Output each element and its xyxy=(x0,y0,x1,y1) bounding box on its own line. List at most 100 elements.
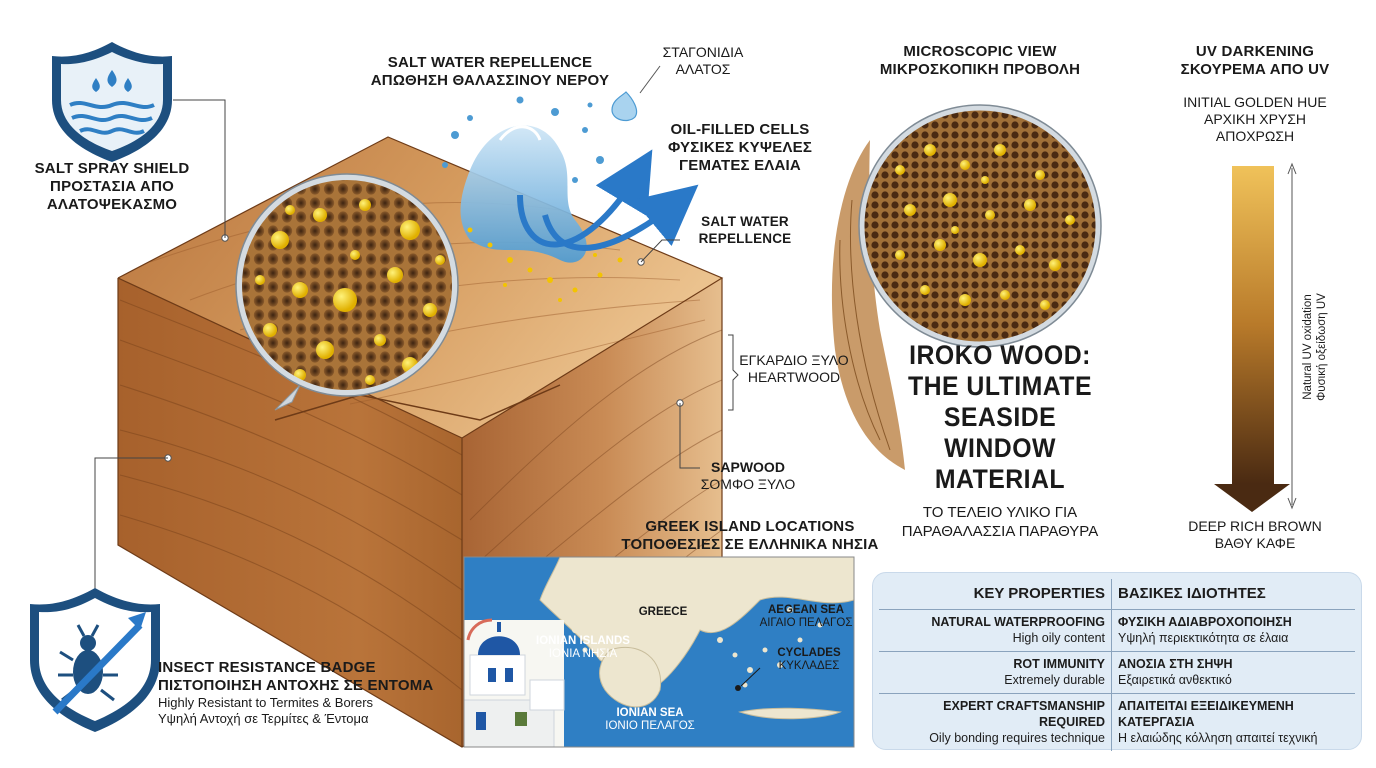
map-aegean-en: AEGEAN SEA xyxy=(767,604,845,616)
salt-water-splash xyxy=(442,65,699,302)
salt-water-side-line1: SALT WATER xyxy=(701,214,789,229)
uv-darkening-title: UV DARKENING ΣΚΟΥΡΕΜΑ ΑΠΟ UV xyxy=(1160,43,1350,79)
salt-spray-title-en: SALT SPRAY SHIELD xyxy=(34,160,190,177)
property-en-title: ROT IMMUNITY xyxy=(1013,657,1105,671)
property-en-cell: NATURAL WATERPROOFING High oily content xyxy=(879,609,1112,652)
uv-top1: INITIAL GOLDEN HUE xyxy=(1183,94,1327,110)
property-en-cell: ROT IMMUNITY Extremely durable xyxy=(879,651,1112,694)
key-properties-table: KEY PROPERTIES ΒΑΣΙΚΕΣ ΙΔΙΟΤΗΤΕΣ NATURAL… xyxy=(879,579,1355,751)
heartwood-en: HEARTWOOD xyxy=(747,369,841,385)
table-row: ROT IMMUNITY Extremely durable ΑΝΟΣΙΑ ΣΤ… xyxy=(879,651,1355,694)
map-ionian-islands-label: IONIAN ISLANDS ΙΟΝΙΑ ΝΗΣΙΑ xyxy=(528,635,638,661)
property-en-title: NATURAL WATERPROOFING xyxy=(931,615,1105,629)
property-gr-desc: Υψηλή περιεκτικότητα σε έλαια xyxy=(1118,631,1289,645)
map-greece-label: GREECE xyxy=(638,606,688,618)
uv-bottom-gr: ΒΑΘΥ ΚΑΦΕ xyxy=(1214,535,1296,551)
map-title-gr: ΤΟΠΟΘΕΣΙΕΣ ΣΕ ΕΛΛΗΝΙΚΑ ΝΗΣΙΑ xyxy=(621,536,879,553)
property-gr-desc: Η ελαιώδης κόλληση απαιτεί τεχνική xyxy=(1118,731,1318,745)
map-cyclades-gr: ΚΥΚΛΑΔΕΣ xyxy=(778,660,840,672)
insect-desc-gr: Υψηλή Αντοχή σε Τερμίτες & Έντομα xyxy=(158,711,369,726)
table-row: EXPERT CRAFTSMANSHIP REQUIRED Oily bondi… xyxy=(879,693,1356,752)
map-title: GREEK ISLAND LOCATIONS ΤΟΠΟΘΕΣΙΕΣ ΣΕ ΕΛΛ… xyxy=(590,518,910,554)
map-title-en: GREEK ISLAND LOCATIONS xyxy=(645,518,855,535)
microscopic-en: MICROSCOPIC VIEW xyxy=(903,43,1057,60)
map-ionian-sea-en: IONIAN SEA xyxy=(616,707,684,719)
microscopic-gr: ΜΙΚΡΟΣΚΟΠΙΚΗ ΠΡΟΒΟΛΗ xyxy=(879,61,1081,78)
sapwood-en: SAPWOOD xyxy=(711,459,785,475)
insect-resistance-label: INSECT RESISTANCE BADGE ΠΙΣΤΟΠΟΙΗΣΗ ΑΝΤΟ… xyxy=(158,659,458,727)
property-gr-cell: ΦΥΣΙΚΗ ΑΔΙΑΒΡΟΧΟΠΟΙΗΣΗ Υψηλή περιεκτικότ… xyxy=(1111,609,1355,652)
properties-header-gr: ΒΑΣΙΚΕΣ ΙΔΙΟΤΗΤΕΣ xyxy=(1111,579,1355,610)
insect-title-gr: ΠΙΣΤΟΠΟΙΗΣΗ ΑΝΤΟΧΗΣ ΣΕ ΕΝΤΟΜΑ xyxy=(158,677,434,694)
salt-water-repellence-top: SALT WATER REPELLENCE ΑΠΩΘΗΣΗ ΘΑΛΑΣΣΙΝΟΥ… xyxy=(355,54,625,90)
salt-water-top-gr: ΑΠΩΘΗΣΗ ΘΑΛΑΣΣΙΝΟΥ ΝΕΡΟΥ xyxy=(370,72,610,89)
property-gr-desc: Εξαιρετικά ανθεκτικό xyxy=(1118,673,1232,687)
property-gr-title: ΑΠΑΙΤΕΙΤΑΙ ΕΞΕΙΔΙΚΕΥΜΕΝΗ ΚΑΤΕΡΓΑΣΙΑ xyxy=(1118,699,1294,729)
main-title-line5: MATERIAL xyxy=(934,464,1066,494)
property-en-desc: High oily content xyxy=(1012,631,1105,645)
map-cyclades-label: CYCLADES ΚΥΚΛΑΔΕΣ xyxy=(764,647,854,673)
uv-deep-brown-label: DEEP RICH BROWN ΒΑΘΥ ΚΑΦΕ xyxy=(1160,518,1350,552)
salt-spray-shield-icon xyxy=(52,42,172,162)
property-en-cell: EXPERT CRAFTSMANSHIP REQUIRED Oily bondi… xyxy=(879,693,1112,751)
wood-cell-magnifier xyxy=(235,173,459,411)
uv-title-gr: ΣΚΟΥΡΕΜΑ ΑΠΟ UV xyxy=(1180,61,1330,78)
salt-spray-title-gr: ΠΡΟΣΤΑΣΙΑ ΑΠΟ xyxy=(50,178,174,195)
uv-axis-gr: Φυσική οξείδωση UV xyxy=(1316,293,1328,401)
properties-header-en: KEY PROPERTIES xyxy=(879,579,1112,610)
sapwood-label: SAPWOOD ΣΟΜΦΟ ΞΥΛΟ xyxy=(698,459,798,493)
oil-cells-gr1: ΦΥΣΙΚΕΣ ΚΥΨΕΛΕΣ xyxy=(667,139,813,156)
map-aegean-gr: ΑΙΓΑΙΟ ΠΕΛΑΓΟΣ xyxy=(759,617,853,629)
main-title-line1: IROKO WOOD: xyxy=(909,340,1091,370)
properties-header-row: KEY PROPERTIES ΒΑΣΙΚΕΣ ΙΔΙΟΤΗΤΕΣ xyxy=(879,579,1355,610)
main-title-line4: WINDOW xyxy=(944,433,1056,463)
map-ionian-sea-label: IONIAN SEA ΙΟΝΙΟ ΠΕΛΑΓΟΣ xyxy=(600,707,700,733)
salt-water-top-en: SALT WATER REPELLENCE xyxy=(387,54,593,71)
oil-filled-cells-label: OIL-FILLED CELLS ΦΥΣΙΚΕΣ ΚΥΨΕΛΕΣ ΓΕΜΑΤΕΣ… xyxy=(650,121,830,175)
table-row: NATURAL WATERPROOFING High oily content … xyxy=(879,609,1355,652)
map-ionian-sea-gr: ΙΟΝΙΟ ΠΕΛΑΓΟΣ xyxy=(605,720,695,732)
key-properties-panel: KEY PROPERTIES ΒΑΣΙΚΕΣ ΙΔΙΟΤΗΤΕΣ NATURAL… xyxy=(872,572,1362,751)
salt-droplets-gr1: ΣΤΑΓΟΝΙΔΙΑ xyxy=(662,44,744,60)
uv-top2: ΑΡΧΙΚΗ ΧΡΥΣΗ xyxy=(1203,111,1307,127)
property-en-title: EXPERT CRAFTSMANSHIP REQUIRED xyxy=(943,699,1105,729)
map-aegean-label: AEGEAN SEA ΑΙΓΑΙΟ ΠΕΛΑΓΟΣ xyxy=(756,604,856,630)
map-ionian-islands-gr: ΙΟΝΙΑ ΝΗΣΙΑ xyxy=(548,648,618,660)
heartwood-label: ΕΓΚΑΡΔΙΟ ΞΥΛΟ HEARTWOOD xyxy=(736,352,852,386)
oil-cells-gr2: ΓΕΜΑΤΕΣ ΕΛΑΙΑ xyxy=(679,157,801,174)
microscopic-view-label: MICROSCOPIC VIEW ΜΙΚΡΟΣΚΟΠΙΚΗ ΠΡΟΒΟΛΗ xyxy=(855,43,1105,79)
property-gr-cell: ΑΝΟΣΙΑ ΣΤΗ ΣΗΨΗ Εξαιρετικά ανθεκτικό xyxy=(1111,651,1355,694)
salt-spray-shield-label: SALT SPRAY SHIELD ΠΡΟΣΤΑΣΙΑ ΑΠΟ ΑΛΑΤΟΨΕΚ… xyxy=(22,160,202,214)
uv-initial-hue-label: INITIAL GOLDEN HUE ΑΡΧΙΚΗ ΧΡΥΣΗ ΑΠΟΧΡΩΣΗ xyxy=(1160,94,1350,145)
map-cyclades-en: CYCLADES xyxy=(777,647,841,659)
leader-lines xyxy=(94,99,739,590)
property-gr-title: ΑΝΟΣΙΑ ΣΤΗ ΣΗΨΗ xyxy=(1118,657,1233,671)
uv-top3: ΑΠΟΧΡΩΣΗ xyxy=(1215,128,1295,144)
main-subtitle-line2: ΠΑΡΑΘΑΛΑΣΣΙΑ ΠΑΡΑΘΥΡΑ xyxy=(901,523,1099,540)
uv-title-en: UV DARKENING xyxy=(1195,43,1315,60)
salt-droplets-label: ΣΤΑΓΟΝΙΔΙΑ ΑΛΑΤΟΣ xyxy=(648,44,758,78)
property-gr-title: ΦΥΣΙΚΗ ΑΔΙΑΒΡΟΧΟΠΟΙΗΣΗ xyxy=(1118,615,1292,629)
property-en-desc: Extremely durable xyxy=(1004,673,1105,687)
insect-title-en: INSECT RESISTANCE BADGE xyxy=(158,659,376,676)
main-title-line3: SEASIDE xyxy=(943,402,1057,432)
map-ionian-islands-en: IONIAN ISLANDS xyxy=(536,635,630,647)
insect-resistance-shield-icon xyxy=(30,588,160,732)
heartwood-gr: ΕΓΚΑΡΔΙΟ ΞΥΛΟ xyxy=(739,352,849,368)
uv-axis-label: Natural UV oxidation Φυσική οξείδωση UV xyxy=(1301,257,1335,437)
microscopic-cross-section xyxy=(831,104,1102,470)
greek-islands-map xyxy=(463,556,855,748)
insect-desc-en: Highly Resistant to Termites & Borers xyxy=(158,695,374,710)
uv-bottom-en: DEEP RICH BROWN xyxy=(1188,518,1322,534)
oil-cells-en: OIL-FILLED CELLS xyxy=(670,121,810,138)
property-gr-cell: ΑΠΑΙΤΕΙΤΑΙ ΕΞΕΙΔΙΚΕΥΜΕΝΗ ΚΑΤΕΡΓΑΣΙΑ Η ελ… xyxy=(1112,694,1356,752)
main-subtitle-line1: ΤΟ ΤΕΛΕΙΟ ΥΛΙΚΟ ΓΙΑ xyxy=(922,504,1078,521)
salt-droplets-gr2: ΑΛΑΤΟΣ xyxy=(675,61,731,77)
sapwood-gr: ΣΟΜΦΟ ΞΥΛΟ xyxy=(700,476,796,492)
main-title-line2: THE ULTIMATE xyxy=(908,371,1092,401)
salt-spray-title-gr2: ΑΛΑΤΟΨΕΚΑΣΜΟ xyxy=(46,196,178,213)
uv-axis-en: Natural UV oxidation xyxy=(1302,294,1314,400)
property-en-desc: Oily bonding requires technique xyxy=(929,731,1105,745)
uv-darkening-gradient-bar xyxy=(1214,162,1297,512)
